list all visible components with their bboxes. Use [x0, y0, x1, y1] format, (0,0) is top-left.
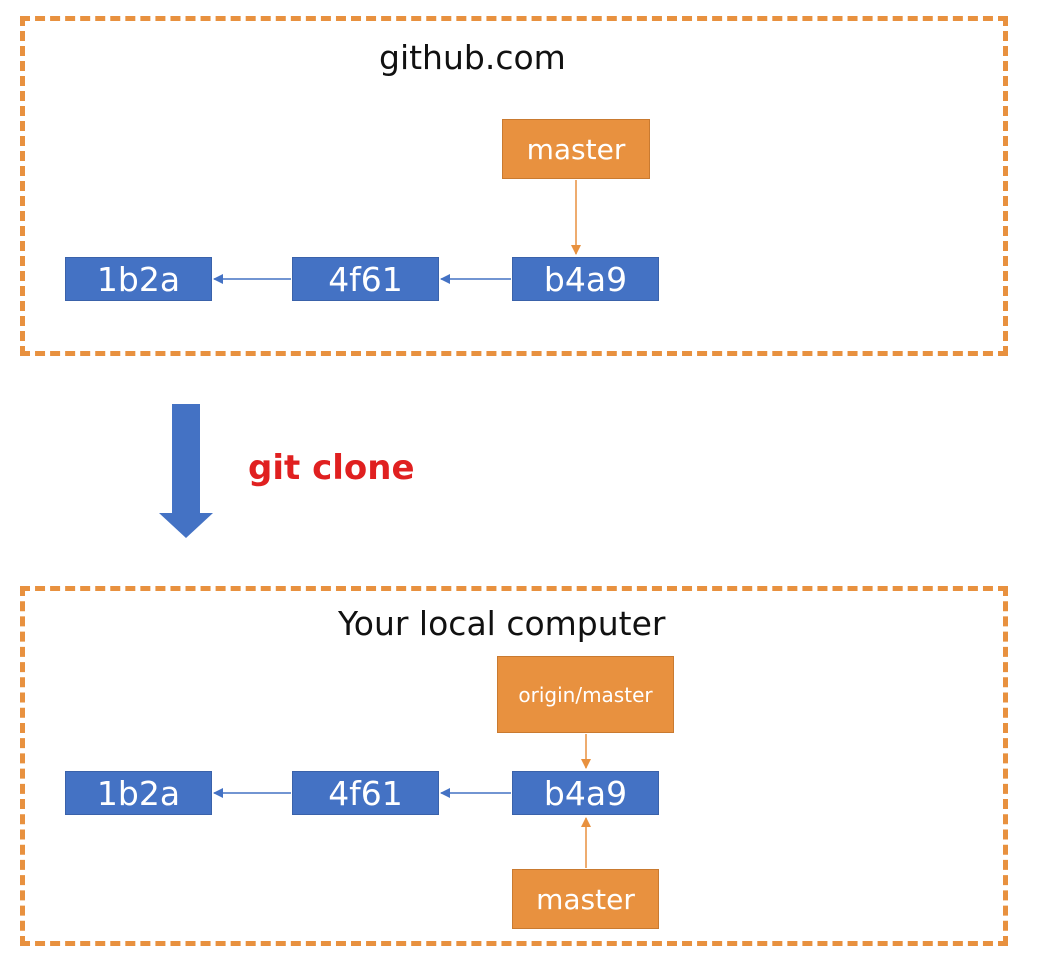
local-repo-frame — [20, 586, 1008, 946]
remote-master-ref: master — [502, 119, 650, 179]
local-master-ref: master — [512, 869, 659, 929]
local-repo-title: Your local computer — [338, 604, 666, 643]
remote-commit-1b2a: 1b2a — [65, 257, 212, 301]
remote-repo-frame — [20, 16, 1008, 356]
local-commit-4f61: 4f61 — [292, 771, 439, 815]
remote-commit-4f61: 4f61 — [292, 257, 439, 301]
local-commit-1b2a: 1b2a — [65, 771, 212, 815]
local-commit-b4a9: b4a9 — [512, 771, 659, 815]
remote-repo-title: github.com — [379, 38, 566, 77]
git-clone-label: git clone — [248, 448, 415, 488]
git-clone-arrow — [159, 404, 213, 538]
local-origin-master-ref: origin/master — [497, 656, 674, 733]
remote-commit-b4a9: b4a9 — [512, 257, 659, 301]
